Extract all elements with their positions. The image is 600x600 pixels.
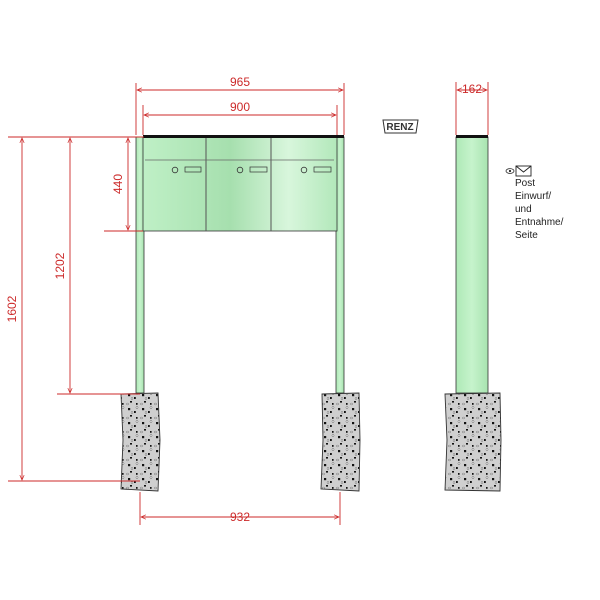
- side-post: [455, 136, 489, 394]
- side-foundation: [444, 392, 502, 492]
- side-note-line-2: Einwurf/: [515, 191, 551, 202]
- side-note-line-1: Post: [515, 178, 535, 189]
- name-plate: [313, 166, 332, 173]
- side-note-line-4: Entnahme/: [515, 217, 564, 228]
- name-plate: [249, 166, 268, 173]
- side-note-line-3: und: [515, 204, 532, 215]
- mailbox-door-2: [236, 166, 268, 174]
- mailbox-unit: [142, 135, 344, 232]
- lock-icon: [236, 166, 244, 174]
- dim-box-width: 900: [230, 100, 250, 114]
- dim-post-spacing: 932: [230, 510, 250, 524]
- dim-total-height: 1602: [5, 295, 19, 322]
- side-note-line-5: Seite: [515, 230, 538, 241]
- dim-box-height: 440: [111, 174, 125, 194]
- dim-post-to-box: 1202: [53, 252, 67, 279]
- eye-icon: [505, 168, 515, 174]
- lock-icon: [300, 166, 308, 174]
- dim-total-width: 965: [230, 75, 250, 89]
- right-foundation: [320, 392, 361, 492]
- envelope-icon: [515, 165, 532, 177]
- brand-text: RENZ: [386, 122, 413, 133]
- mailbox-door-1: [171, 166, 202, 174]
- renz-logo: RENZ: [382, 119, 419, 134]
- left-foundation: [120, 392, 161, 492]
- name-plate: [184, 166, 202, 173]
- lock-icon: [171, 166, 179, 174]
- mailbox-door-3: [300, 166, 332, 174]
- dim-side-width: 162: [462, 82, 482, 96]
- dimension-lines: [8, 82, 489, 525]
